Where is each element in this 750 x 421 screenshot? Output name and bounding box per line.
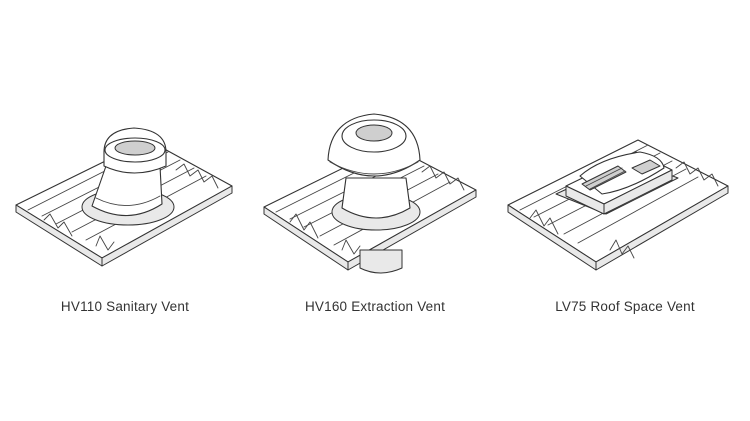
vent-body xyxy=(555,151,679,215)
product-hv110: HV110 Sanitary Vent xyxy=(0,0,250,421)
vent-body xyxy=(81,127,175,226)
product-label: HV110 Sanitary Vent xyxy=(60,299,190,314)
product-hv160: HV160 Extraction Vent xyxy=(250,0,500,421)
product-label: HV160 Extraction Vent xyxy=(304,299,446,314)
product-lv75: LV75 Roof Space Vent xyxy=(500,0,750,421)
sanitary-vent-icon xyxy=(15,127,233,267)
vent-body xyxy=(327,113,421,274)
extraction-vent-icon xyxy=(263,113,477,274)
product-label: LV75 Roof Space Vent xyxy=(555,299,695,314)
roof-space-vent-icon xyxy=(507,139,729,271)
